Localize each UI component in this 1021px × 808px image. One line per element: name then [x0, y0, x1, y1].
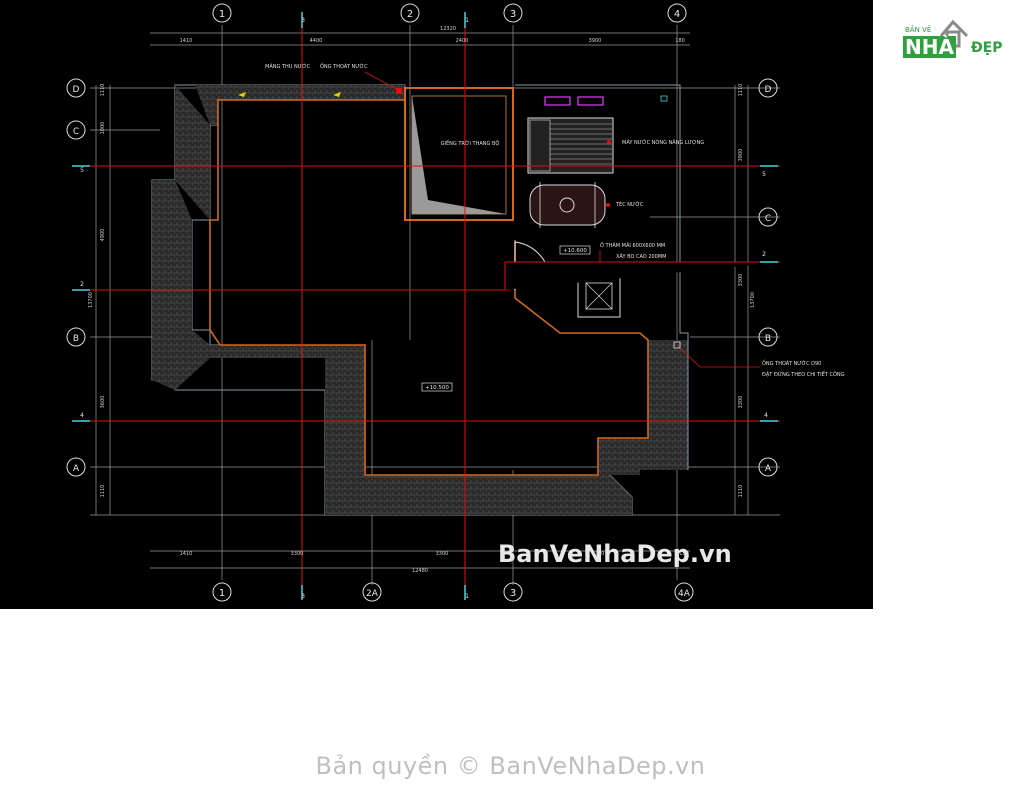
dim-left-3: 13700: [88, 292, 94, 308]
grid-top-1b: 1: [465, 17, 469, 24]
row-left-4: 4: [80, 412, 84, 419]
solar-label: MÁY NƯỚC NÓNG NĂNG LƯỢNG: [622, 139, 704, 146]
dim-right-4: 3300: [738, 396, 744, 409]
row-left-b: B: [73, 334, 79, 344]
level-marks: +10.600 +10.500: [421, 245, 591, 392]
water-tank: TÉC NƯỚC: [529, 182, 644, 228]
dim-top-5: 180: [675, 38, 685, 44]
dim-right-5: 1110: [738, 485, 744, 498]
row-right-2: 2: [762, 251, 766, 258]
row-right-d: D: [765, 85, 772, 95]
grid-bottom-1: 1: [219, 588, 225, 599]
row-right-c: C: [765, 214, 771, 224]
pipe-note-2: ĐẶT ĐỨNG THEO CHI TIẾT CÔNG: [762, 370, 845, 378]
grid-top-3a: 3: [301, 17, 305, 24]
grid-ticks: [72, 12, 778, 600]
dim-right-2: 3300: [738, 274, 744, 287]
dim-bottom-0: 1410: [180, 551, 193, 557]
level-top: +10.600: [563, 248, 587, 254]
grid-top-3: 3: [510, 9, 516, 20]
roof-plan-svg: GIẾNG TRỜI THANG BỘ MÁY NƯỚC NÓNG NĂNG L…: [66, 3, 845, 602]
dim-bottom-2: 3300: [436, 551, 449, 557]
row-left-5: 5: [80, 167, 84, 174]
gutter-labels: MÁNG THU NƯỚC ỐNG THOÁT NƯỚC: [238, 62, 668, 102]
grid-bubbles-bottom: [212, 582, 694, 602]
copyright-text: Bản quyền © BanVeNhaDep.vn: [315, 752, 706, 780]
dim-bottom-total: 12480: [412, 568, 428, 574]
grid-bottom-2a: 2A: [366, 589, 379, 599]
grid-top-1: 1: [219, 9, 225, 20]
dim-top-1: 4400: [310, 38, 323, 44]
dim-left-1: 1000: [100, 122, 106, 135]
pipe-note-1: ỐNG THOÁT NƯỚC D90: [762, 359, 821, 367]
pipe-note: ỐNG THOÁT NƯỚC D90 ĐẶT ĐỨNG THEO CHI TIẾ…: [673, 341, 845, 378]
tank-label: TÉC NƯỚC: [615, 200, 644, 208]
grid-bottom-3a: 3: [301, 593, 305, 600]
roof-outline: [151, 84, 689, 516]
cad-roof-plan: GIẾNG TRỜI THANG BỘ MÁY NƯỚC NÓNG NĂNG L…: [0, 0, 873, 609]
grid-top-4: 4: [674, 9, 680, 20]
level-roof: +10.500: [425, 385, 449, 391]
dim-bottom-4: 180: [679, 551, 689, 557]
stair-void: GIẾNG TRỜI THANG BỘ: [404, 87, 514, 221]
hatch-label-2: XÂY BO CAO 200MM: [616, 253, 667, 260]
dim-top-3: 2400: [456, 38, 469, 44]
grid-bottom-3: 3: [510, 588, 516, 599]
dim-right-0: 1110: [738, 84, 744, 97]
gutter-label: MÁNG THU NƯỚC: [265, 63, 311, 70]
grid-bubbles-right: [758, 78, 778, 477]
dim-top-4: 3900: [589, 38, 602, 44]
dim-bottom-1: 3300: [291, 551, 304, 557]
hatch-label-1: Ô THĂM MÁI 600X600 MM: [600, 242, 665, 249]
solar-heater: MÁY NƯỚC NÓNG NĂNG LƯỢNG: [527, 96, 704, 174]
row-left-c: C: [73, 127, 79, 137]
dim-top-0: 1410: [180, 38, 193, 44]
dim-left-0: 1110: [100, 84, 106, 97]
dim-left-5: 1110: [100, 485, 106, 498]
watermark-site: BanVeNhaDep.vn: [498, 540, 732, 568]
dimension-lines: [90, 25, 780, 585]
logo-dep: ĐẸP: [971, 40, 1003, 56]
grid-bubbles-top: [212, 3, 687, 23]
row-right-b: B: [765, 334, 771, 344]
row-right-a: A: [765, 464, 772, 474]
grid-lines: [75, 15, 780, 590]
row-left-d: D: [73, 85, 80, 95]
brand-logo: BẢN VẼ NHÀ ĐẸP: [895, 10, 1015, 66]
grid-bottom-4a: 4A: [678, 589, 691, 599]
dim-top-total: 12320: [440, 26, 456, 32]
stair-void-label: GIẾNG TRỜI THANG BỘ: [441, 139, 500, 147]
dim-right-3: 13700: [750, 292, 756, 308]
logo-nhi: NHÀ: [903, 35, 956, 59]
row-left-a: A: [73, 464, 80, 474]
grid-top-2: 2: [407, 9, 413, 20]
dim-right-1: 3900: [738, 149, 744, 162]
dim-left-2: 4900: [100, 229, 106, 242]
downpipe-label: ỐNG THOÁT NƯỚC: [320, 62, 368, 70]
row-left-2: 2: [80, 281, 84, 288]
dim-bottom-3: 3300: [592, 551, 605, 557]
row-right-4: 4: [764, 412, 768, 419]
dim-left-4: 3600: [100, 396, 106, 409]
grid-bottom-1b: 1: [465, 593, 469, 600]
row-right-5: 5: [762, 171, 766, 178]
grid-bubbles-left: [66, 78, 86, 477]
logo-top: BẢN VẼ: [905, 26, 932, 34]
